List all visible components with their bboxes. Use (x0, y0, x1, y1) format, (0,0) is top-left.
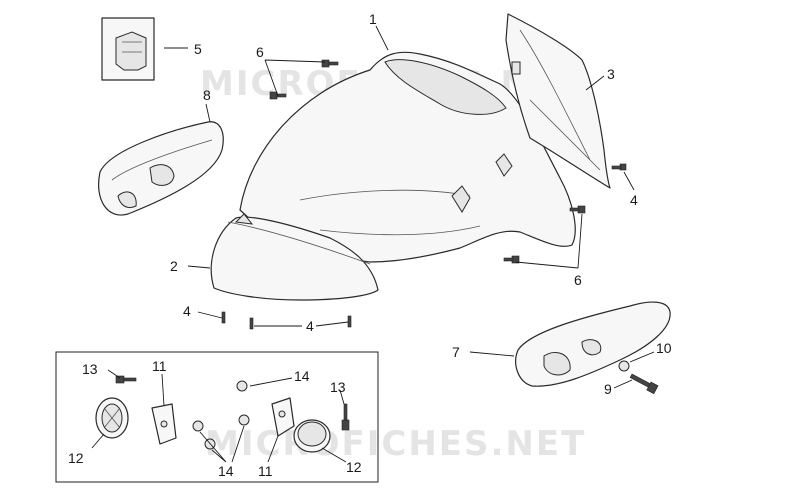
label-9: 9 (604, 381, 612, 397)
label-3: 3 (607, 66, 615, 82)
label-10: 10 (656, 340, 672, 356)
label-4: 4 (183, 303, 191, 319)
part-7-side-cover (515, 301, 671, 387)
part-14-nut (236, 380, 248, 392)
lamp-inset-box (55, 351, 379, 483)
part-5-bulb-socket (101, 17, 155, 81)
part-4-screw (611, 163, 627, 171)
part-6-screw (569, 205, 586, 214)
part-14-nut (192, 420, 204, 432)
label-5: 5 (194, 41, 202, 57)
part-11-bracket (271, 397, 295, 437)
label-13: 13 (82, 361, 98, 377)
label-13: 13 (330, 379, 346, 395)
watermark-bottom: MICROFICHES.NET (205, 424, 586, 464)
part-4-screw (249, 317, 254, 330)
label-12: 12 (346, 459, 362, 475)
screws-group (221, 59, 627, 330)
part-9-screw (629, 373, 659, 395)
label-14: 14 (294, 368, 310, 384)
label-6: 6 (574, 272, 582, 288)
label-7: 7 (452, 344, 460, 360)
callout-labels: 1 5 6 8 3 4 6 2 4 4 7 10 9 13 11 12 14 1… (68, 11, 672, 479)
label-4: 4 (306, 318, 314, 334)
label-11: 11 (152, 358, 167, 374)
part-8-side-cover (98, 121, 224, 216)
label-4: 4 (630, 192, 638, 208)
part-11-bracket (151, 403, 177, 445)
part-1-front-shield (239, 51, 576, 263)
label-2: 2 (170, 258, 178, 274)
part-4-screw (347, 315, 352, 328)
part-13-screw (115, 375, 137, 384)
part-6-screw (321, 59, 339, 68)
label-11: 11 (258, 463, 273, 479)
leader-lines (91, 25, 655, 463)
part-12-lamp (293, 419, 331, 453)
label-14: 14 (218, 463, 234, 479)
part-6-screw (269, 91, 287, 100)
part-3-windscreen (505, 13, 611, 189)
part-6-screw (503, 255, 520, 264)
label-12: 12 (68, 450, 84, 466)
part-12-lamp (95, 397, 129, 439)
part-13-screw (341, 403, 350, 431)
label-1: 1 (369, 11, 377, 27)
part-10-washer (618, 360, 630, 372)
part-2-lower-cover (210, 213, 379, 301)
part-4-screw (221, 311, 226, 324)
label-6: 6 (256, 44, 264, 60)
label-8: 8 (203, 87, 211, 103)
part-14-nut (238, 414, 250, 426)
